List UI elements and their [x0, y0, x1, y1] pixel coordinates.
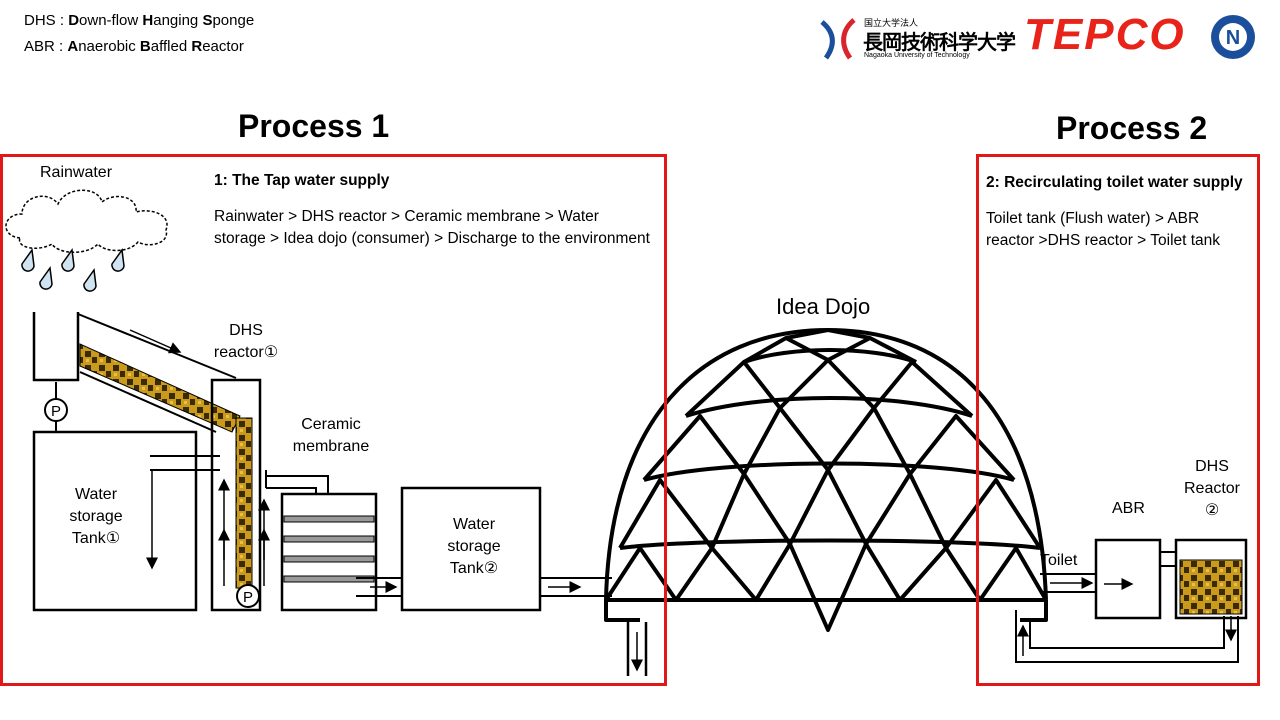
rainwater-label: Rainwater	[40, 164, 113, 181]
seal-logo: N	[1210, 14, 1256, 60]
university-emblem-icon	[820, 18, 856, 60]
process2-heading: 2: Recirculating toilet water supply	[986, 174, 1243, 191]
water-storage-tank-2	[400, 486, 542, 612]
water-storage-tank-1	[32, 430, 198, 612]
university-english-name: Nagaoka University of Technology	[864, 52, 970, 59]
abr-label: ABR	[1112, 500, 1145, 517]
university-small-text: 国立大学法人	[864, 18, 919, 28]
university-name: 長岡技術科学大学	[863, 32, 1016, 54]
process1-text: Rainwater > DHS reactor > Ceramic membra…	[214, 208, 650, 247]
dhs-sponge-incline	[79, 343, 241, 433]
legend-abr: ABR : Anaerobic Baffled Reactor	[24, 38, 244, 55]
process1-title: Process 1	[238, 108, 390, 144]
rain-collector	[32, 312, 80, 382]
nagaoka-university-logo: 国立大学法人 長岡技術科学大学 Nagaoka University of Te…	[816, 12, 1016, 62]
process2-title: Process 2	[1056, 110, 1208, 146]
process1-description: 1: The Tap water supply Rainwater > DHS …	[214, 170, 654, 250]
rain-cloud-icon	[5, 189, 168, 292]
process1-heading: 1: The Tap water supply	[214, 172, 390, 189]
toilet-label: Toilet	[1040, 552, 1078, 569]
dhs-sponge-2	[1179, 559, 1243, 615]
process2-text: Toilet tank (Flush water) > ABR reactor …	[986, 210, 1221, 249]
seal-letter: N	[1226, 27, 1240, 49]
pump2-label: P	[243, 589, 253, 606]
tepco-logo: TEPCO	[1024, 10, 1186, 59]
process2-frame	[976, 154, 1260, 686]
idea-dojo-dome	[604, 328, 1048, 632]
ceramic-membrane	[280, 492, 378, 612]
pump-label: P	[51, 403, 61, 420]
legend-dhs: DHS : Down-flow Hanging Sponge	[24, 12, 255, 29]
dhs-column	[210, 378, 262, 612]
process1-frame	[0, 154, 667, 686]
process2-description: 2: Recirculating toilet water supply Toi…	[986, 172, 1248, 252]
idea-dojo-label: Idea Dojo	[776, 294, 871, 319]
pump2-icon	[236, 584, 260, 608]
pump-icon	[44, 398, 68, 422]
